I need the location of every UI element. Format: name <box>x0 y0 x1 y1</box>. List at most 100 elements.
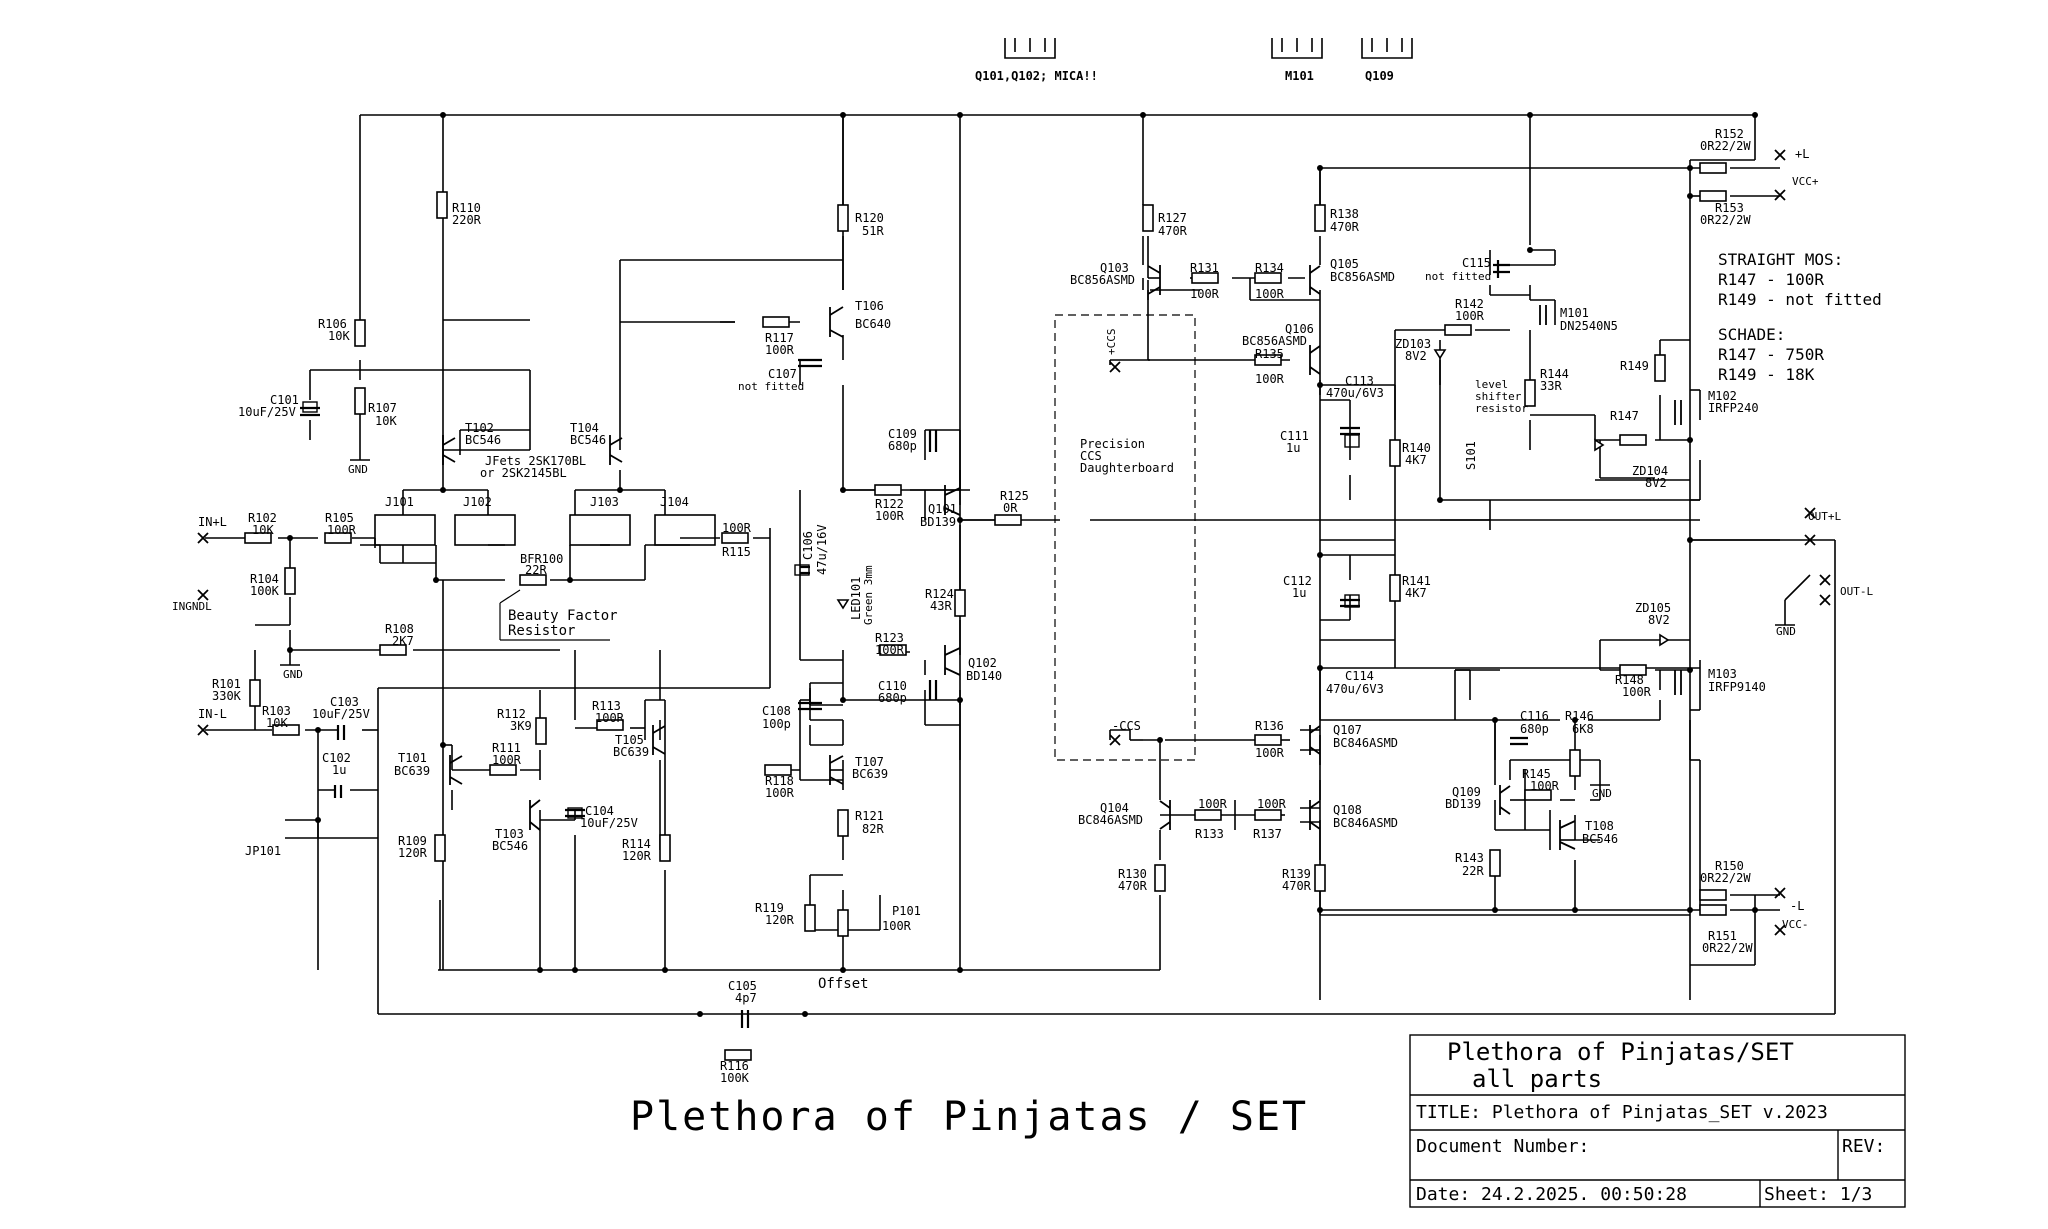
part-c102-name: C102 <box>322 751 351 765</box>
part-r146-name: R146 <box>1565 709 1594 723</box>
part-r106-name: R106 <box>318 317 347 331</box>
part-r103-value: 10K <box>266 716 288 730</box>
capacitor-plates <box>300 260 1528 1028</box>
part-r113-value: 100R <box>595 711 625 725</box>
note-straight-2: R149 - not fitted <box>1718 290 1882 309</box>
part-r127-value: 470R <box>1158 224 1188 238</box>
part-q101-name: Q101 <box>928 502 957 516</box>
part-c110-name: C110 <box>878 679 907 693</box>
part-c111-value: 1u <box>1286 441 1300 455</box>
part-r120-name: R120 <box>855 211 884 225</box>
part-r139-value: 470R <box>1282 879 1312 893</box>
part-c105-name: C105 <box>728 979 757 993</box>
part-c112-name: C112 <box>1283 574 1312 588</box>
part-zd104-value: 8V2 <box>1645 476 1667 490</box>
part-r101-value: 330K <box>212 689 242 703</box>
part-r125-value: 0R <box>1003 501 1018 515</box>
heatsink-label-2: M101 <box>1285 69 1314 83</box>
part-r144-value: 33R <box>1540 379 1562 393</box>
part-r134-name: R134 <box>1255 261 1284 275</box>
part-r107-name: R107 <box>368 401 397 415</box>
tb-document-number: Document Number: <box>1416 1136 1589 1157</box>
beauty-note-1: Beauty Factor <box>508 608 618 624</box>
part-r130-value: 470R <box>1118 879 1148 893</box>
part-r148-value: 100R <box>1622 685 1652 699</box>
part-r105-name: R105 <box>325 511 354 525</box>
part-r137-value: R137 <box>1253 827 1282 841</box>
part-r150-value: 0R22/2W <box>1700 871 1751 885</box>
part-zd105-value: 8V2 <box>1648 613 1670 627</box>
part-r115-value: R115 <box>722 545 751 559</box>
part-r133-name: 100R <box>1198 797 1228 811</box>
part-q103-value: BC856ASMD <box>1070 273 1135 287</box>
part-r118-name: R118 <box>765 774 794 788</box>
part-r118-value: 100R <box>765 786 795 800</box>
part-r145-name: R145 <box>1522 767 1551 781</box>
part-q104-name: Q104 <box>1100 801 1129 815</box>
part-r104-value: 100K <box>250 584 280 598</box>
part-r113-name: R113 <box>592 699 621 713</box>
transistor-symbols <box>442 265 1682 850</box>
part-r107-value: 10K <box>375 414 397 428</box>
part-r122-value: 100R <box>875 509 905 523</box>
part-r117-name: R117 <box>765 331 794 345</box>
part-c113-value: 470u/6V3 <box>1326 386 1384 400</box>
part-r109-name: R109 <box>398 834 427 848</box>
junction-dots <box>287 112 1758 1017</box>
part-r134-value: 100R <box>1255 287 1285 301</box>
part-r112-value: 3K9 <box>510 719 532 733</box>
part-q107-value: BC846ASMD <box>1333 736 1398 750</box>
part-r131-value: 100R <box>1190 287 1220 301</box>
part-r138-name: R138 <box>1330 207 1359 221</box>
part-r119-value: 120R <box>765 913 795 927</box>
part-q102-name: Q102 <box>968 656 997 670</box>
heatsink-label-3: Q109 <box>1365 69 1394 83</box>
part-r139-name: R139 <box>1282 867 1311 881</box>
part-q106-name: Q106 <box>1285 322 1314 336</box>
tb-sheet: Sheet: 1/3 <box>1764 1184 1872 1205</box>
part-r114-value: 120R <box>622 849 652 863</box>
part-c114-value: 470u/6V3 <box>1326 682 1384 696</box>
part-c115-value: not fitted <box>1425 270 1491 283</box>
part-c109-name: C109 <box>888 427 917 441</box>
part-t107-name: T107 <box>855 755 884 769</box>
part-r111-value: 100R <box>492 753 522 767</box>
part-c104-name: C104 <box>585 804 614 818</box>
part-q105-value: BC856ASMD <box>1330 270 1395 284</box>
part-r121-value: 82R <box>862 822 884 836</box>
part-r124-value: 43R <box>930 599 952 613</box>
part-c101-name: C101 <box>270 393 299 407</box>
part-r108-value: 2K7 <box>392 634 414 648</box>
ccs-note-2: CCS <box>1080 449 1102 463</box>
level-note-1: level <box>1475 378 1508 391</box>
part-t106-value: BC640 <box>855 317 891 331</box>
part-r143-value: 22R <box>1462 864 1484 878</box>
part-c114-name: C114 <box>1345 669 1374 683</box>
part-r152-value: 0R22/2W <box>1700 139 1751 153</box>
port-in-pos: IN+L <box>198 515 227 529</box>
part-r135-value: 100R <box>1255 372 1285 386</box>
part-r147: R147 <box>1610 409 1639 423</box>
part-r130-name: R130 <box>1118 867 1147 881</box>
part-r110-name: R110 <box>452 201 481 215</box>
part-r153-name: R153 <box>1715 201 1744 215</box>
part-r119-name: R119 <box>755 901 784 915</box>
part-led101-value: Green 3mm <box>862 565 875 625</box>
part-r102-value: 10K <box>252 523 274 537</box>
part-q103-name: Q103 <box>1100 261 1129 275</box>
part-m102-name: M102 <box>1708 389 1737 403</box>
heatsink-icons <box>1004 38 1413 59</box>
part-r123-value: 100R <box>875 643 905 657</box>
part-bfr100-name: BFR100 <box>520 552 563 566</box>
ccs-note-3: Daughterboard <box>1080 461 1174 475</box>
part-c109-value: 680p <box>888 439 917 453</box>
part-p101-name: P101 <box>892 904 921 918</box>
port-vcc-neg: VCC- <box>1782 918 1809 931</box>
part-j104: J104 <box>660 495 689 509</box>
part-r148-name: R148 <box>1615 673 1644 687</box>
part-r144-name: R144 <box>1540 367 1569 381</box>
part-r141-value: 4K7 <box>1405 586 1427 600</box>
part-zd105-name: ZD105 <box>1635 601 1671 615</box>
